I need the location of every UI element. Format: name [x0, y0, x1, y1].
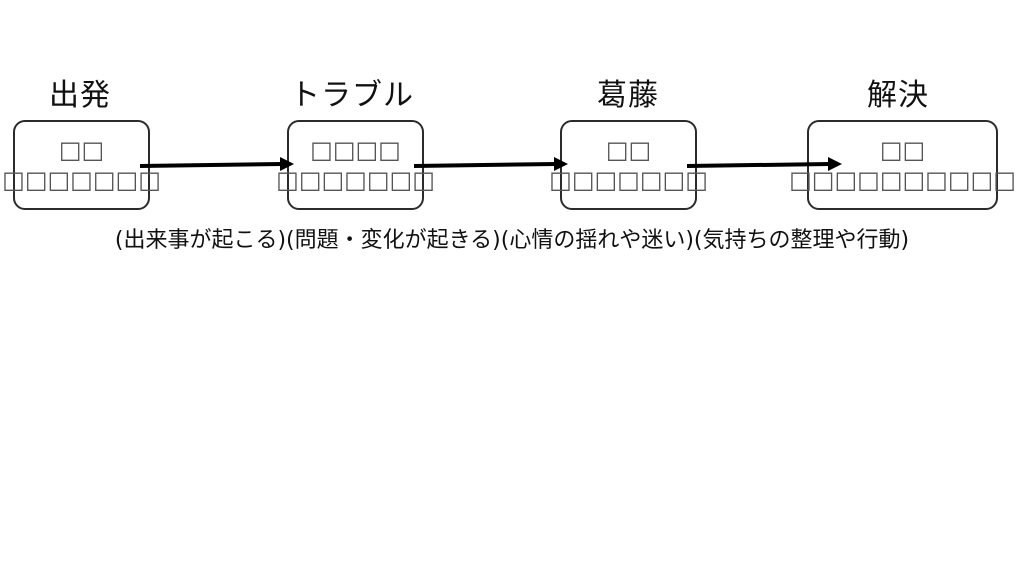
stage-title-resolution: 解決	[867, 78, 929, 113]
stage-box-departure: □□ □□□□□□□	[2, 120, 161, 210]
stage-title-conflict: 葛藤	[597, 78, 659, 113]
stage-box-line: □□	[879, 136, 926, 164]
stage-box-line: □□□□□□□	[549, 166, 708, 194]
arrow-trouble-to-conflict	[413, 157, 568, 171]
stage-title-departure: 出発	[49, 78, 111, 113]
stage-box-line: □□□□	[310, 136, 401, 164]
stage-box-line: □□□□□□□	[2, 166, 161, 194]
stage-box-resolution: □□ □□□□□□□□□□	[789, 120, 1016, 210]
stage-box-line: □□□□□□□	[276, 166, 435, 194]
stage-box-trouble: □□□□ □□□□□□□	[276, 120, 435, 210]
stage-title-trouble: トラブル	[290, 78, 414, 113]
stage-box-line: □□□□□□□□□□	[789, 166, 1016, 194]
stage-box-conflict: □□ □□□□□□□	[549, 120, 708, 210]
stage-box-line: □□	[58, 136, 105, 164]
stage-descriptions-caption: (出来事が起こる)(問題・変化が起きる)(心情の揺れや迷い)(気持ちの整理や行動…	[114, 228, 910, 253]
stage-box-line: □□	[605, 136, 652, 164]
arrow-departure-to-trouble	[139, 157, 294, 171]
